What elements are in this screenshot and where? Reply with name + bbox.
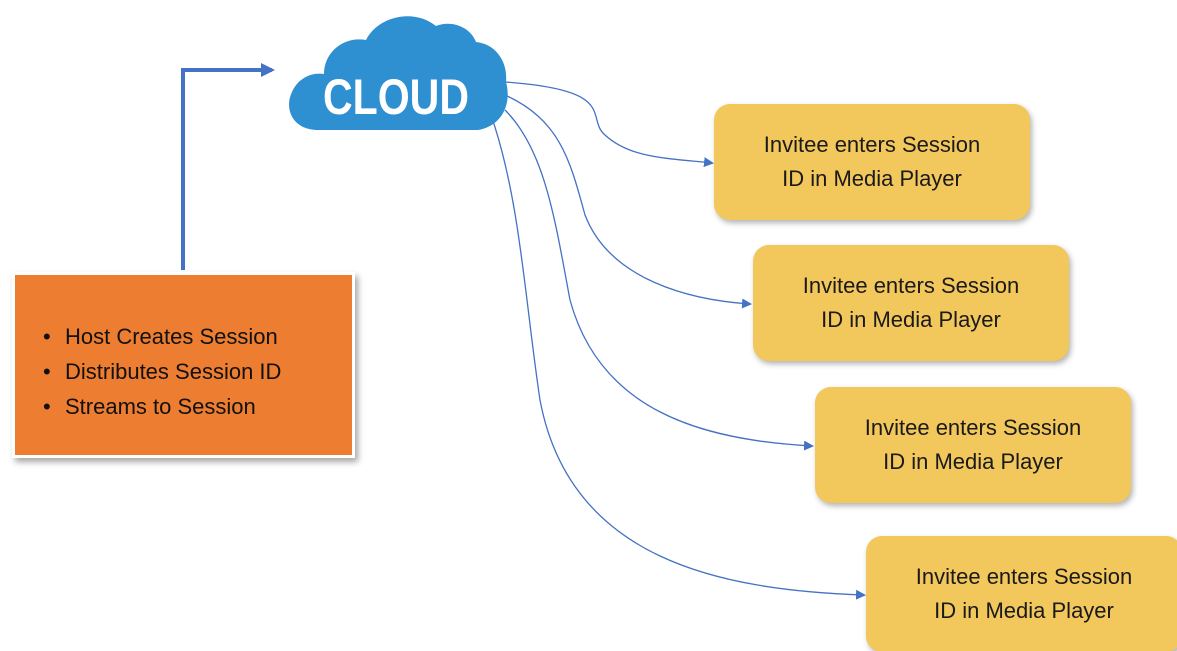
host-step-item: • Streams to Session (43, 389, 281, 424)
bullet-icon: • (43, 324, 51, 349)
cloud-to-invitee-1-connector (504, 81, 714, 168)
cloud-label: CLOUD (323, 69, 469, 125)
invitee-box-4: Invitee enters Session ID in Media Playe… (866, 536, 1177, 651)
invitee-text: Invitee enters Session ID in Media Playe… (838, 411, 1108, 479)
invitee-text: Invitee enters Session ID in Media Playe… (776, 269, 1046, 337)
host-step-label: Host Creates Session (65, 324, 278, 349)
cloud-to-invitee-2-connector (504, 94, 752, 309)
invitee-line-1: Invitee enters Session (864, 415, 1082, 440)
invitee-box-3: Invitee enters Session ID in Media Playe… (815, 387, 1131, 503)
host-step-item: • Host Creates Session (43, 319, 281, 354)
invitee-line-2: ID in Media Player (821, 307, 1001, 332)
host-steps-list: • Host Creates Session • Distributes Ses… (43, 319, 281, 424)
invitee-text: Invitee enters Session ID in Media Playe… (889, 560, 1159, 628)
invitee-text: Invitee enters Session ID in Media Playe… (737, 128, 1007, 196)
invitee-line-1: Invitee enters Session (802, 273, 1020, 298)
host-step-label: Distributes Session ID (65, 359, 282, 384)
host-step-label: Streams to Session (65, 394, 256, 419)
host-to-cloud-arrow (181, 63, 275, 270)
invitee-line-2: ID in Media Player (782, 166, 962, 191)
invitee-line-1: Invitee enters Session (915, 564, 1133, 589)
host-session-box: • Host Creates Session • Distributes Ses… (12, 272, 355, 458)
invitee-box-2: Invitee enters Session ID in Media Playe… (753, 245, 1069, 361)
host-step-item: • Distributes Session ID (43, 354, 281, 389)
cloud-to-invitee-4-connector (491, 117, 866, 600)
cloud-to-invitee-3-connector (504, 109, 814, 451)
invitee-line-1: Invitee enters Session (763, 132, 981, 157)
invitee-line-2: ID in Media Player (934, 598, 1114, 623)
cloud-icon: CLOUD (289, 16, 508, 130)
bullet-icon: • (43, 359, 51, 384)
invitee-line-2: ID in Media Player (883, 449, 1063, 474)
bullet-icon: • (43, 394, 51, 419)
invitee-box-1: Invitee enters Session ID in Media Playe… (714, 104, 1030, 220)
